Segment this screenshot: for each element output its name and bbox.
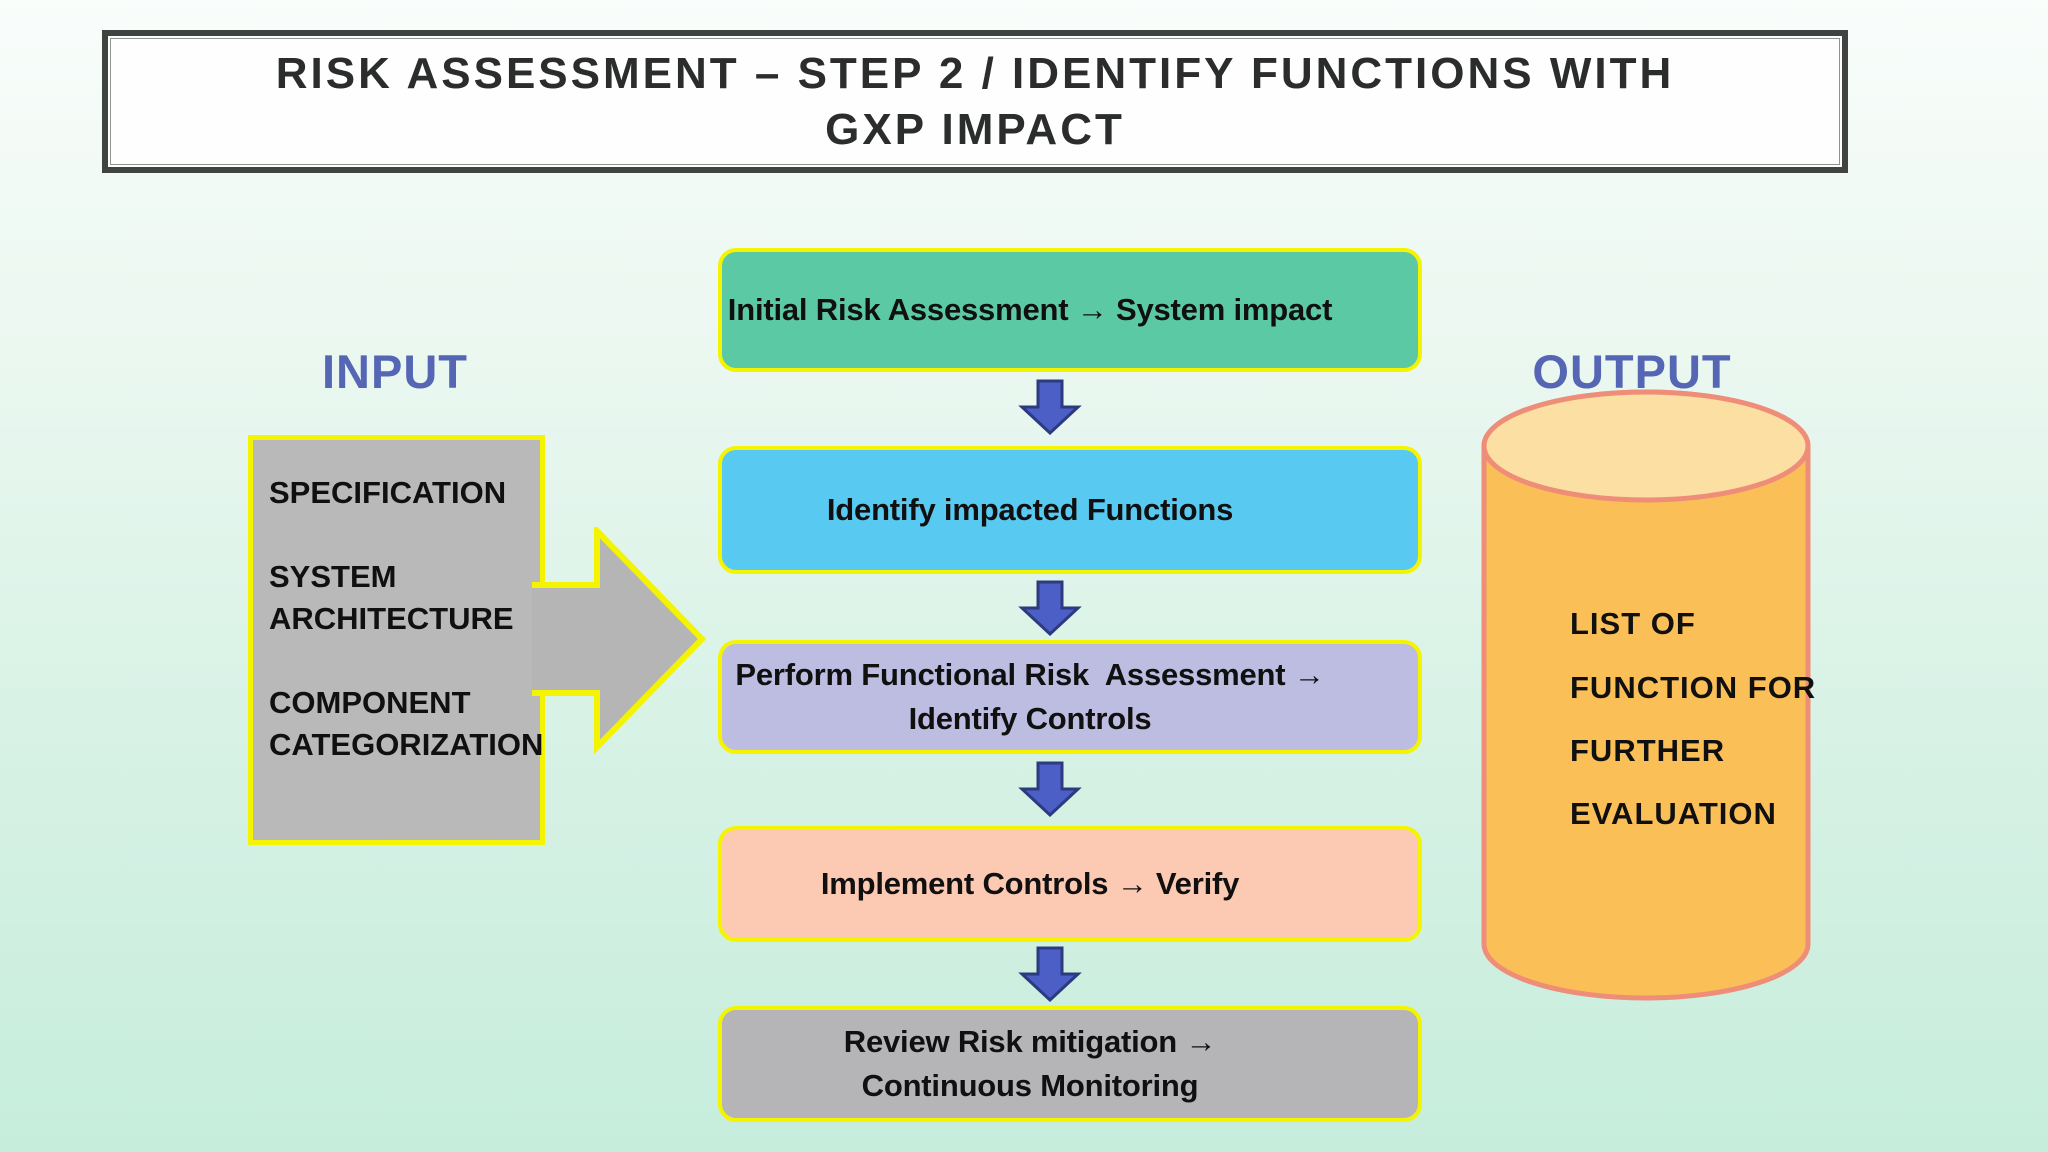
input-arrow-icon <box>532 527 707 755</box>
flow-step-label: Initial Risk Assessment → System impact <box>727 292 1333 327</box>
flow-arrow-down-icon <box>1018 580 1082 636</box>
input-item-component-categorization: COMPONENT CATEGORIZATION <box>269 685 544 762</box>
output-label: OUTPUT <box>1532 345 1732 398</box>
flow-step-identify-impacted-functions: Identify impacted Functions <box>718 446 1422 574</box>
title-line-2: GXP IMPACT <box>825 104 1125 154</box>
flow-step-label: Review Risk mitigation → <box>843 1024 1217 1059</box>
input-label: INPUT <box>322 345 468 398</box>
flow-step-review-risk-mitigation: Review Risk mitigation → Continuous Moni… <box>718 1006 1422 1122</box>
output-cylinder <box>1481 389 1811 1001</box>
output-line: FURTHER <box>1570 733 1726 768</box>
flow-step-label: Identify impacted Functions <box>826 492 1234 527</box>
flow-step-functional-risk-assessment: Perform Functional Risk Assessment → Ide… <box>718 640 1422 754</box>
title-box: RISK ASSESSMENT – STEP 2 / IDENTIFY FUNC… <box>102 30 1848 173</box>
flow-arrow-down-icon <box>1018 761 1082 817</box>
flow-arrow-down-icon <box>1018 379 1082 435</box>
output-line: FUNCTION FOR <box>1570 670 1817 705</box>
flow-arrow-down-icon <box>1018 946 1082 1002</box>
flow-step-initial-risk-assessment: Initial Risk Assessment → System impact <box>718 248 1422 372</box>
flow-step-label: Perform Functional Risk Assessment → <box>735 657 1325 692</box>
flow-step-label: Identify Controls <box>908 701 1152 736</box>
output-line: EVALUATION <box>1570 796 1777 831</box>
input-item-specification: SPECIFICATION <box>269 475 507 510</box>
flow-step-label: Continuous Monitoring <box>861 1068 1199 1103</box>
input-item-system-architecture: SYSTEM ARCHITECTURE <box>269 559 514 636</box>
input-panel: SPECIFICATION SYSTEM ARCHITECTURE COMPON… <box>248 435 545 845</box>
flow-step-implement-controls: Implement Controls → Verify <box>718 826 1422 942</box>
title-line-1: RISK ASSESSMENT – STEP 2 / IDENTIFY FUNC… <box>275 48 1675 98</box>
flow-step-label: Implement Controls → Verify <box>820 866 1240 901</box>
output-line: LIST OF <box>1570 606 1696 641</box>
